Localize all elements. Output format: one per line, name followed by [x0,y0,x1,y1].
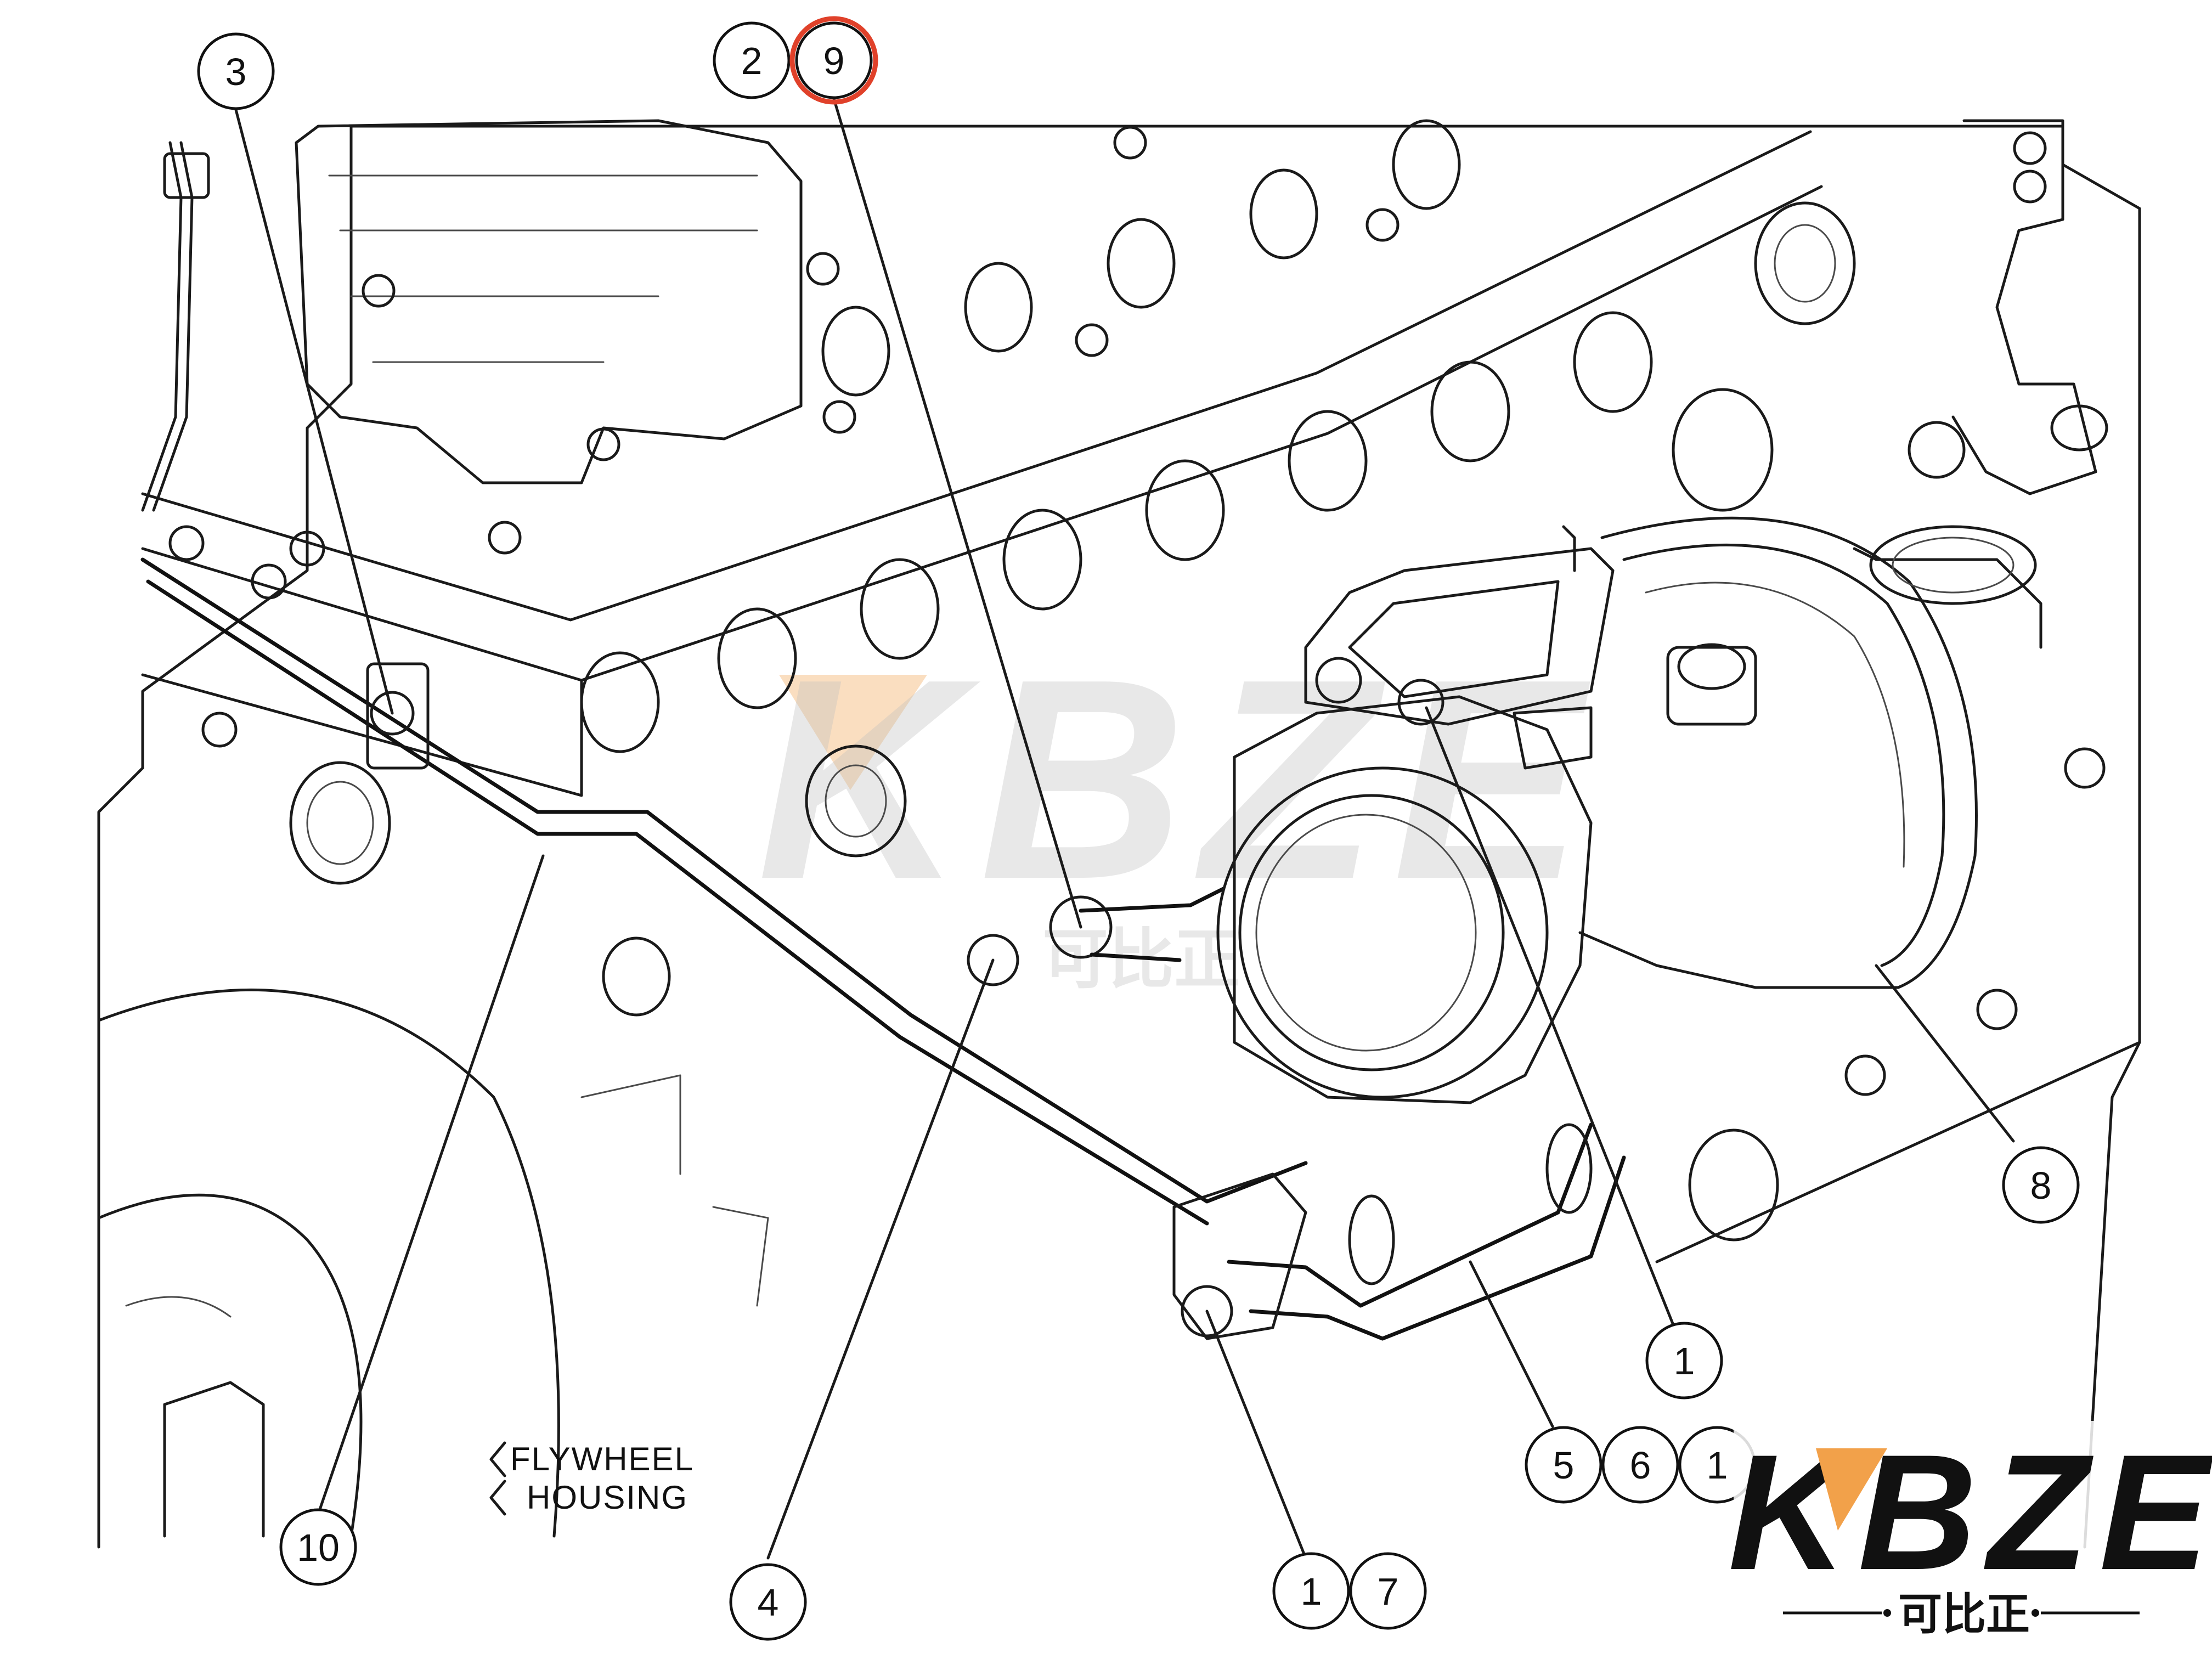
valve-cover-bolts [362,126,1400,555]
label-flywheel: FLYWHEEL [510,1441,694,1477]
engine-block-drawing [97,119,2141,1549]
svg-text:5: 5 [1553,1444,1575,1487]
highlight-ring [789,16,878,105]
callout-4: 4 [729,1563,807,1641]
callout-6: 6 [1601,1426,1679,1504]
svg-text:6: 6 [1630,1444,1651,1487]
svg-text:3: 3 [225,50,247,93]
callout-3: 3 [197,32,275,110]
block-ports [168,201,1856,1017]
exhaust-ports [580,119,1653,753]
callout-8: 8 [2002,1146,2080,1224]
callouts: 3 2 9 10 4 1 7 1 [197,16,2080,1641]
watermark: KBZE 可比正 [757,620,1600,998]
callout-9: 9 [789,16,878,105]
callout-1-lower: 1 [1272,1552,1350,1630]
watermark-logo: KBZE [757,620,1600,939]
leader-3 [234,108,394,715]
leader-4 [766,958,995,1560]
brand-accent [1816,1448,1887,1531]
leader-9 [832,97,1082,929]
svg-text:7: 7 [1378,1570,1399,1613]
svg-text:10: 10 [297,1526,340,1569]
callout-5: 5 [1525,1426,1602,1504]
callout-10: 10 [279,1508,357,1586]
turbocharger [1216,516,2042,1104]
watermark-subtitle: 可比正 [1042,922,1240,998]
brand-logo: KBZE 可比正 [1728,1420,2212,1657]
leader-1a [1205,1310,1307,1560]
svg-text:8: 8 [2030,1164,2052,1207]
brand-subtitle: 可比正 [1898,1589,2030,1640]
leader-5 [1469,1260,1554,1428]
callout-7: 7 [1349,1552,1427,1630]
tube-fittings [967,887,1233,1338]
label-housing: HOUSING [527,1479,688,1516]
svg-text:9: 9 [823,40,845,82]
svg-text:4: 4 [758,1581,779,1624]
brand-wordmark: KBZE [1728,1420,2212,1604]
leader-8 [1875,964,2015,1143]
leader-10 [317,854,545,1516]
svg-text:2: 2 [741,40,763,82]
svg-text:1: 1 [1301,1570,1322,1613]
svg-text:1: 1 [1674,1340,1695,1383]
flywheel-housing-label: FLYWHEEL HOUSING [489,1441,694,1516]
callout-1-right: 1 [1645,1322,1723,1400]
leader-1b [1425,706,1680,1340]
callout-2: 2 [713,21,791,99]
leader-lines [234,97,2015,1560]
svg-text:1: 1 [1707,1444,1728,1487]
